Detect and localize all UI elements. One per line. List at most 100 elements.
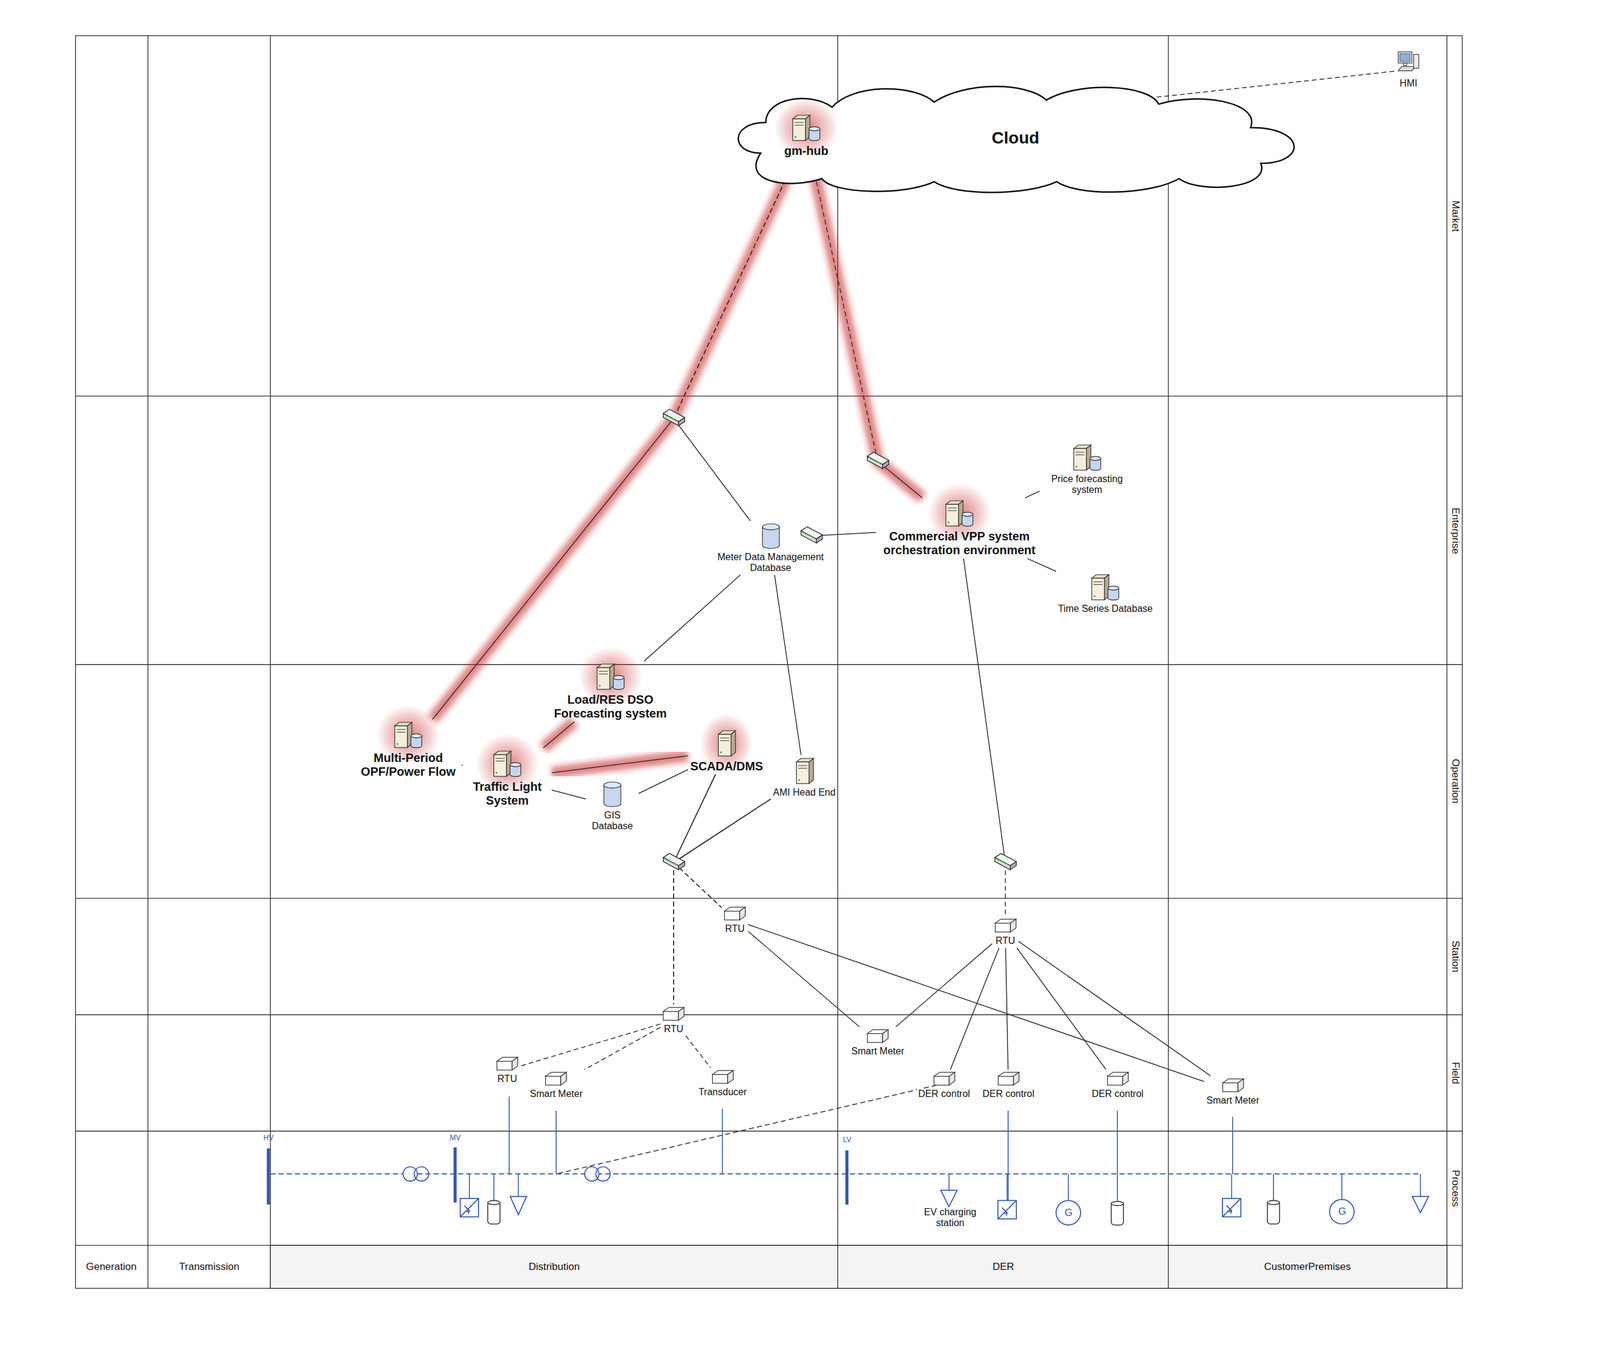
server-node: Multi-Period OPF/Power Flow xyxy=(356,720,461,779)
node-label: Smart Meter xyxy=(528,1088,584,1100)
device-icon xyxy=(495,1055,520,1072)
device-icon xyxy=(865,1027,890,1045)
server-node: HMI xyxy=(1396,49,1421,89)
node-label: HMI xyxy=(1398,78,1419,89)
field-device: Transducer xyxy=(697,1068,748,1098)
device-icon xyxy=(1071,443,1104,472)
device-icon xyxy=(661,1005,686,1022)
node-label: Meter Data Management Database xyxy=(715,551,827,574)
connector xyxy=(543,721,575,749)
connector xyxy=(673,159,796,522)
field-device: DER control xyxy=(1090,1070,1145,1100)
process-label: EV charging station xyxy=(917,1206,984,1229)
node-label: SCADA/DMS xyxy=(689,759,765,774)
device-icon xyxy=(1396,49,1421,77)
field-device: Smart Meter xyxy=(528,1070,584,1100)
connector xyxy=(644,574,741,662)
generator-symbol-text: G xyxy=(1064,1206,1073,1219)
connector xyxy=(748,931,860,1027)
domain-label: Transmission xyxy=(178,1260,239,1273)
server-node: SCADA/DMS xyxy=(689,728,765,774)
device-icon xyxy=(491,749,524,779)
domain-label: Distribution xyxy=(528,1260,580,1273)
device-icon xyxy=(790,113,823,143)
device-icon xyxy=(710,1068,735,1085)
connector xyxy=(895,943,992,1027)
layer-label: Station xyxy=(1449,940,1462,973)
layer-label: Enterprise xyxy=(1449,507,1462,554)
device-icon xyxy=(793,756,816,786)
domain-label: Generation xyxy=(85,1260,137,1273)
node-label: Load/RES DSO Forecasting system xyxy=(549,692,672,721)
layer-label: Process xyxy=(1449,1169,1462,1207)
process-label: HV xyxy=(263,1134,274,1143)
device-icon xyxy=(932,1070,957,1087)
server-node: Price forecasting system xyxy=(1041,443,1134,496)
node-label: Time Series Database xyxy=(1056,603,1154,615)
device-icon xyxy=(993,917,1018,934)
field-device: Smart Meter xyxy=(850,1027,906,1057)
field-device: DER control xyxy=(981,1070,1036,1100)
node-label: Smart Meter xyxy=(850,1045,906,1057)
connector xyxy=(950,947,1000,1070)
connector xyxy=(551,755,689,773)
field-device: RTU xyxy=(993,917,1018,947)
node-label: DER control xyxy=(981,1088,1036,1100)
domain-label: DER xyxy=(992,1260,1015,1273)
generator-symbol-text: G xyxy=(1338,1205,1347,1218)
connector xyxy=(748,924,1205,1082)
connector xyxy=(638,769,689,794)
field-device: Smart Meter xyxy=(1205,1077,1261,1106)
device-icon xyxy=(760,522,782,550)
field-device: RTU xyxy=(722,905,747,935)
connector xyxy=(673,799,771,908)
layer-label: Operation xyxy=(1449,758,1462,804)
node-label: RTU xyxy=(496,1073,519,1085)
device-icon xyxy=(392,720,425,750)
node-label: AMI Head End xyxy=(772,787,837,798)
process-label: MV xyxy=(449,1134,461,1143)
device-icon xyxy=(1089,572,1122,602)
node-label: DER control xyxy=(916,1088,971,1100)
cloud-region: Cloud gm-hub xyxy=(719,81,1312,194)
node-label: DER control xyxy=(1090,1088,1145,1100)
field-device: RTU xyxy=(661,1005,686,1035)
database-node: GIS Database xyxy=(587,780,638,833)
node-label: RTU xyxy=(662,1023,686,1035)
server-node: AMI Head End xyxy=(772,756,837,798)
connector xyxy=(1017,947,1107,1070)
node-label: RTU xyxy=(994,935,1017,947)
domain-label: CustomerPremises xyxy=(1263,1260,1351,1273)
device-icon xyxy=(996,1070,1021,1087)
node-label: Commercial VPP system orchestration envi… xyxy=(877,529,1042,558)
server-node: Time Series Database xyxy=(1056,572,1154,615)
field-device: DER control xyxy=(916,1070,971,1100)
layer-label: Field xyxy=(1449,1061,1462,1084)
connector xyxy=(432,159,795,720)
node-label: RTU xyxy=(724,923,747,935)
connector xyxy=(1024,491,1040,498)
connector xyxy=(461,764,463,767)
connector xyxy=(584,1027,661,1070)
device-icon xyxy=(943,498,976,528)
device-icon xyxy=(715,728,738,758)
node-label: Price forecasting system xyxy=(1041,473,1134,496)
node-label: Multi-Period OPF/Power Flow xyxy=(356,751,461,779)
process-label: LV xyxy=(842,1135,852,1145)
server-node: Traffic Light System xyxy=(464,749,551,808)
database-node: Meter Data Management Database xyxy=(715,522,827,574)
server-node: Commercial VPP system orchestration envi… xyxy=(877,498,1042,558)
server-node: gm-hub xyxy=(782,113,830,158)
node-label: GIS Database xyxy=(587,809,638,833)
region-title: Cloud xyxy=(991,128,1040,148)
connector xyxy=(774,574,801,755)
server-node: Load/RES DSO Forecasting system xyxy=(549,662,672,721)
node-label: Smart Meter xyxy=(1205,1095,1261,1106)
connector xyxy=(673,799,771,1005)
device-icon xyxy=(543,1070,568,1087)
device-icon xyxy=(722,905,747,922)
connector xyxy=(685,1035,711,1068)
